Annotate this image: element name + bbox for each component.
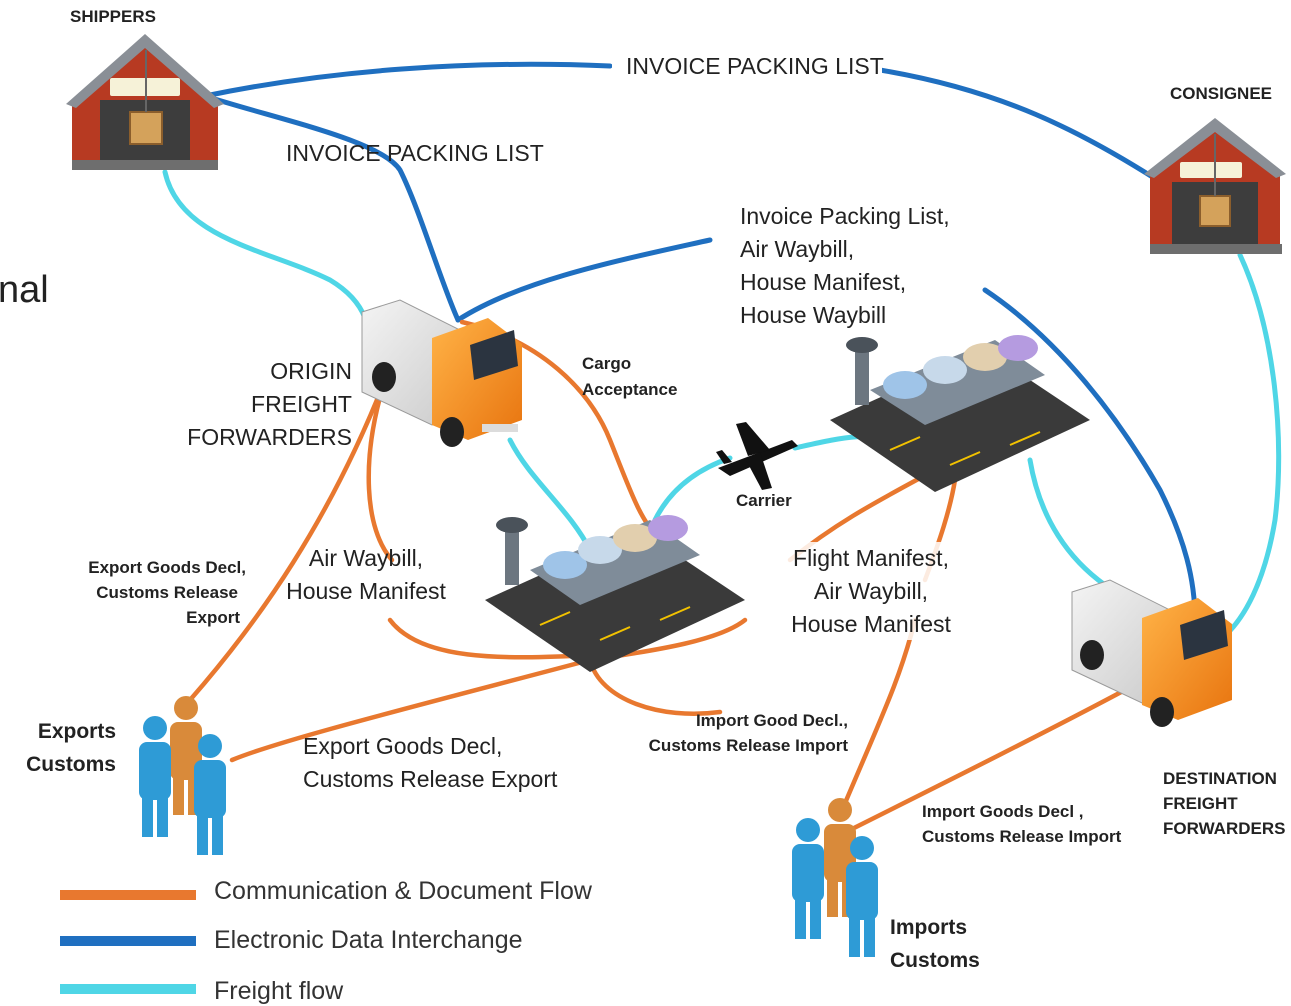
svg-text:Export: Export	[186, 608, 240, 627]
origin-truck-icon	[361, 299, 522, 447]
export-goods-large-label: Export Goods Decl, Customs Release Expor…	[303, 733, 558, 792]
air-waybill-house-label: Air Waybill, House Manifest	[286, 545, 446, 604]
svg-text:Export Goods Decl,: Export Goods Decl,	[88, 558, 246, 577]
svg-text:Electronic Data Interchange: Electronic Data Interchange	[214, 926, 523, 954]
svg-text:FORWARDERS: FORWARDERS	[1163, 819, 1285, 838]
destination-truck-icon	[1071, 579, 1232, 727]
import-goods-low-label: Import Goods Decl , Customs Release Impo…	[922, 802, 1122, 846]
freight-line-consignee-dest	[1217, 252, 1282, 643]
freight-lines	[162, 169, 1282, 643]
consignee-warehouse-icon	[1144, 118, 1286, 254]
edi-line-shipper-origin	[202, 93, 461, 323]
communication-lines	[187, 319, 1128, 833]
legend-item-edi: Electronic Data Interchange	[60, 926, 523, 954]
svg-text:Invoice Packing List,: Invoice Packing List,	[740, 203, 950, 229]
carrier-label: Carrier	[736, 491, 792, 510]
edi-line-origin-invoice	[455, 237, 713, 323]
svg-text:Customs Release: Customs Release	[96, 583, 238, 602]
exports-customs-label: Exports Customs	[26, 720, 116, 776]
airplane-icon	[716, 422, 798, 490]
legend: Communication & Document Flow Electronic…	[60, 877, 593, 1005]
imports-customs-people-icon	[792, 798, 878, 957]
svg-text:Air Waybill,: Air Waybill,	[740, 236, 854, 262]
comm-line-exports-origin	[187, 377, 388, 703]
svg-text:House Waybill: House Waybill	[740, 302, 886, 328]
exports-customs-people-icon	[139, 696, 226, 855]
freight-line-dest-airport-truck	[1027, 457, 1108, 588]
comm-line-imports-dest	[847, 687, 1128, 833]
legend-item-freight: Freight flow	[60, 977, 344, 1005]
svg-text:Exports: Exports	[38, 720, 116, 743]
edi-lines	[202, 61, 1198, 623]
svg-text:Imports: Imports	[890, 916, 967, 939]
freight-line-airport-plane	[652, 455, 733, 523]
destination-airport-icon	[830, 335, 1090, 492]
imports-customs-label: Imports Customs	[890, 916, 980, 972]
svg-text:House Manifest,: House Manifest,	[740, 269, 906, 295]
svg-text:Communication & Document Flow: Communication & Document Flow	[214, 877, 593, 905]
flight-manifest-label: Flight Manifest, Air Waybill, House Mani…	[782, 542, 962, 640]
svg-text:Acceptance: Acceptance	[582, 380, 677, 399]
svg-text:Customs Release Export: Customs Release Export	[303, 766, 558, 792]
svg-text:INVOICE PACKING LIST: INVOICE PACKING LIST	[626, 53, 884, 79]
svg-text:Import Good Decl.,: Import Good Decl.,	[696, 711, 848, 730]
freight-line-shipper-origin	[162, 169, 368, 321]
svg-text:Air Waybill,: Air Waybill,	[309, 545, 423, 571]
consignee-label: CONSIGNEE	[1170, 84, 1272, 103]
svg-text:Cargo: Cargo	[582, 354, 631, 373]
edi-line-consignee-dest	[982, 287, 1198, 623]
svg-text:Import Goods Decl ,: Import Goods Decl ,	[922, 802, 1084, 821]
svg-text:FORWARDERS: FORWARDERS	[187, 424, 352, 450]
comm-line-exports-airport	[229, 657, 593, 763]
svg-text:FREIGHT: FREIGHT	[1163, 794, 1238, 813]
comm-line-origin-airport	[387, 617, 593, 660]
svg-text:Flight Manifest,: Flight Manifest,	[793, 545, 949, 571]
svg-text:ORIGIN: ORIGIN	[270, 358, 352, 384]
svg-text:Air Waybill,: Air Waybill,	[814, 578, 928, 604]
freight-line-origin-airport	[507, 437, 593, 553]
svg-text:Freight flow: Freight flow	[214, 977, 344, 1005]
import-goods-mid-label: Import Good Decl., Customs Release Impor…	[649, 711, 849, 755]
invoice-awb-block-label: Invoice Packing List, Air Waybill, House…	[740, 203, 950, 328]
destination-forwarders-label: DESTINATION FREIGHT FORWARDERS	[1163, 769, 1285, 838]
shippers-warehouse-icon	[66, 34, 224, 170]
origin-airport-icon	[485, 515, 745, 672]
svg-text:Customs: Customs	[26, 753, 116, 776]
edi-line-shipper-consignee	[202, 61, 1168, 188]
svg-text:House Manifest: House Manifest	[286, 578, 446, 604]
origin-forwarders-label: ORIGIN FREIGHT FORWARDERS	[187, 358, 352, 450]
legend-item-communication: Communication & Document Flow	[60, 877, 593, 905]
comm-line-origin-down	[366, 377, 395, 563]
shippers-label: SHIPPERS	[70, 7, 156, 26]
svg-text:Customs Release Import: Customs Release Import	[649, 736, 849, 755]
invoice-packing-list-mid-label: INVOICE PACKING LIST	[286, 140, 544, 166]
cut-off-text: nal	[0, 269, 49, 311]
comm-line-import-loop	[587, 657, 723, 716]
invoice-packing-list-top-label: INVOICE PACKING LIST	[612, 50, 884, 80]
comm-line-imports-up	[837, 617, 918, 818]
svg-text:Customs: Customs	[890, 949, 980, 972]
svg-text:DESTINATION: DESTINATION	[1163, 769, 1277, 788]
svg-text:FREIGHT: FREIGHT	[251, 391, 352, 417]
cargo-acceptance-label: Cargo Acceptance	[582, 354, 677, 399]
svg-text:Customs Release Import: Customs Release Import	[922, 827, 1122, 846]
export-goods-small-label: Export Goods Decl, Customs Release Expor…	[88, 558, 246, 627]
svg-text:Export Goods Decl,: Export Goods Decl,	[303, 733, 502, 759]
svg-text:House Manifest: House Manifest	[791, 611, 951, 637]
